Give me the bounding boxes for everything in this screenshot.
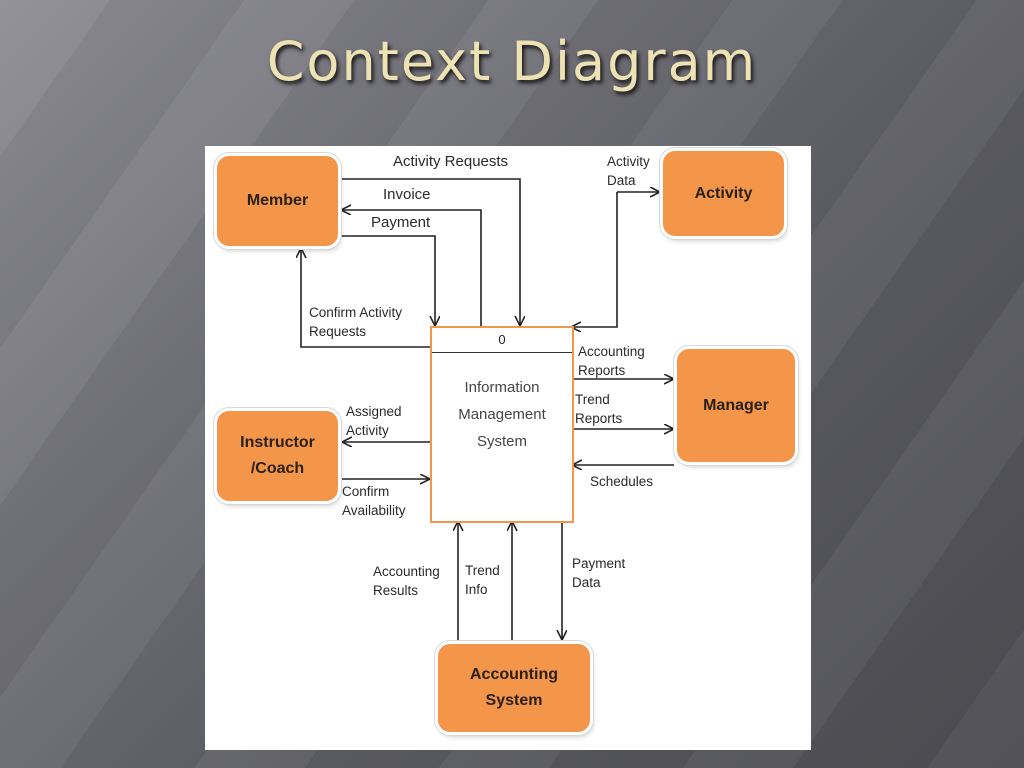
- label-activity-data: Activity Data: [607, 154, 650, 188]
- process-information-management-system: 0 Information Management System: [430, 326, 574, 523]
- label-assigned-activity: Assigned Activity: [346, 404, 402, 438]
- entity-manager: Manager: [677, 349, 795, 462]
- flow-confirm-activity-requests: [301, 248, 430, 348]
- process-name: Information Management System: [458, 379, 546, 450]
- context-diagram: Member Activity Manager Instructor /Coac…: [205, 146, 811, 750]
- flow-activity-requests: [340, 178, 520, 326]
- process-number: 0: [432, 328, 572, 353]
- flow-payment: [340, 235, 435, 326]
- label-trend-info: Trend Info: [465, 563, 500, 597]
- label-confirm-availability: Confirm Availability: [342, 484, 406, 518]
- label-schedules: Schedules: [590, 474, 654, 489]
- label-invoice: Invoice: [383, 186, 431, 203]
- slide-title: Context Diagram: [266, 30, 758, 93]
- label-payment: Payment: [371, 214, 431, 231]
- label-activity-requests: Activity Requests: [393, 153, 509, 170]
- entity-accounting-system: Accounting System: [438, 644, 590, 732]
- flow-arrows: [205, 178, 811, 750]
- label-trend-reports: Trend Reports: [575, 392, 623, 426]
- entity-member: Member: [217, 156, 338, 246]
- label-confirm-activity-requests: Confirm Activity Requests: [309, 305, 403, 339]
- flow-invoice: [341, 210, 482, 326]
- entity-activity: Activity: [663, 151, 784, 236]
- flow-activity-data: [571, 192, 618, 327]
- label-accounting-reports: Accounting Reports: [578, 344, 645, 378]
- label-accounting-results: Accounting Results: [373, 564, 440, 598]
- entity-instructor-coach: Instructor /Coach: [217, 411, 338, 501]
- label-payment-data: Payment Data: [572, 556, 626, 590]
